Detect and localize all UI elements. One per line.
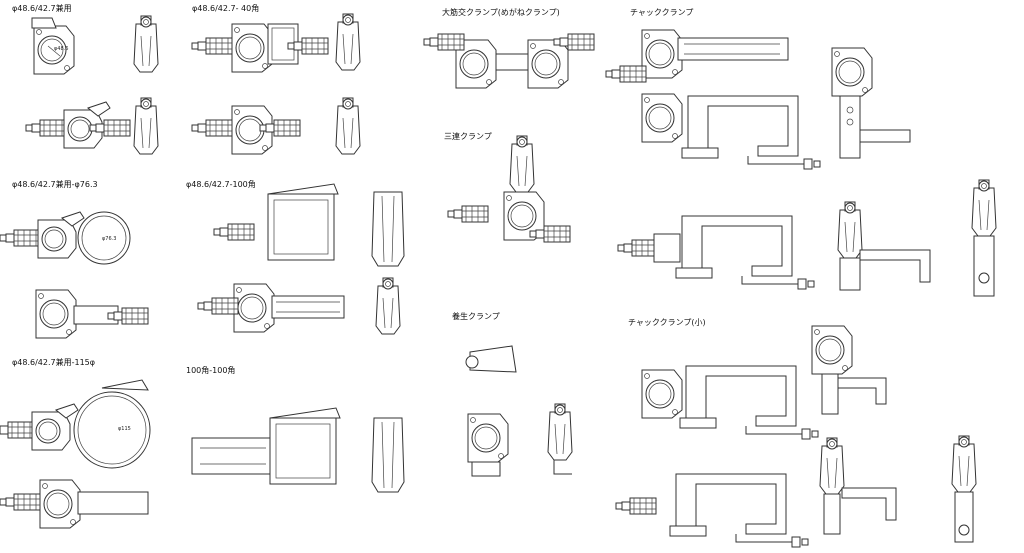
- label-section-3: 大筋交クランプ(めがねクランプ): [442, 8, 560, 17]
- clamp-view-6a: [213, 183, 339, 261]
- clamp-view-8c: [547, 403, 573, 475]
- clamp-view-5a: [0, 211, 131, 265]
- clamp-view-8b: [467, 413, 509, 477]
- clamp-view-11b: [371, 417, 405, 493]
- clamp-view-1d: [133, 97, 159, 155]
- clamp-view-1c: [26, 102, 131, 148]
- clamp-view-9c: [615, 473, 809, 548]
- clamp-view-3: [423, 33, 595, 89]
- clamp-view-4e: [837, 201, 931, 291]
- label-section-10: φ48.6/42.7兼用-115φ: [12, 358, 96, 367]
- clamp-view-11a: [191, 407, 341, 485]
- clamp-view-2d: [335, 97, 361, 155]
- label-section-6: φ48.6/42.7-100角: [186, 180, 256, 189]
- clamp-view-9a: [641, 365, 819, 440]
- clamp-view-4a: [605, 29, 789, 83]
- label-section-11: 100角-100角: [186, 366, 236, 375]
- clamp-view-6c: [197, 283, 345, 333]
- clamp-view-4f: [971, 179, 997, 297]
- clamp-view-9d: [819, 437, 897, 535]
- clamp-view-9b: [811, 325, 887, 415]
- clamp-view-7: [447, 135, 571, 243]
- clamp-view-2c: [191, 105, 301, 155]
- clamp-view-9e: [951, 435, 977, 543]
- label-section-2: φ48.6/42.7- 40角: [192, 4, 260, 13]
- clamp-view-5b: [35, 289, 149, 339]
- dim-label-2: φ76.3: [102, 236, 116, 242]
- label-section-4: チャッククランプ: [630, 8, 694, 17]
- label-section-8: 養生クランプ: [452, 312, 500, 321]
- clamp-view-6b: [371, 191, 405, 267]
- label-section-5: φ48.6/42.7兼用-φ76.3: [12, 180, 98, 189]
- dim-label-3: φ115: [118, 426, 131, 432]
- clamp-view-1a: [31, 17, 75, 75]
- clamp-view-8a: [465, 345, 517, 373]
- clamp-view-1b: [133, 15, 159, 73]
- clamp-view-2a: [191, 23, 329, 73]
- clamp-view-4c: [641, 93, 821, 170]
- clamp-view-2b: [335, 13, 361, 71]
- clamp-view-4b: [831, 47, 911, 159]
- clamp-view-10a: [0, 379, 151, 469]
- dim-label-1: φ48.6: [54, 46, 68, 52]
- label-section-1: φ48.6/42.7兼用: [12, 4, 72, 13]
- clamp-view-4d: [617, 215, 815, 290]
- label-section-7: 三連クランプ: [444, 132, 492, 141]
- clamp-view-10b: [0, 479, 149, 529]
- label-section-9: チャッククランプ(小): [628, 318, 706, 327]
- clamp-view-6d: [375, 277, 401, 335]
